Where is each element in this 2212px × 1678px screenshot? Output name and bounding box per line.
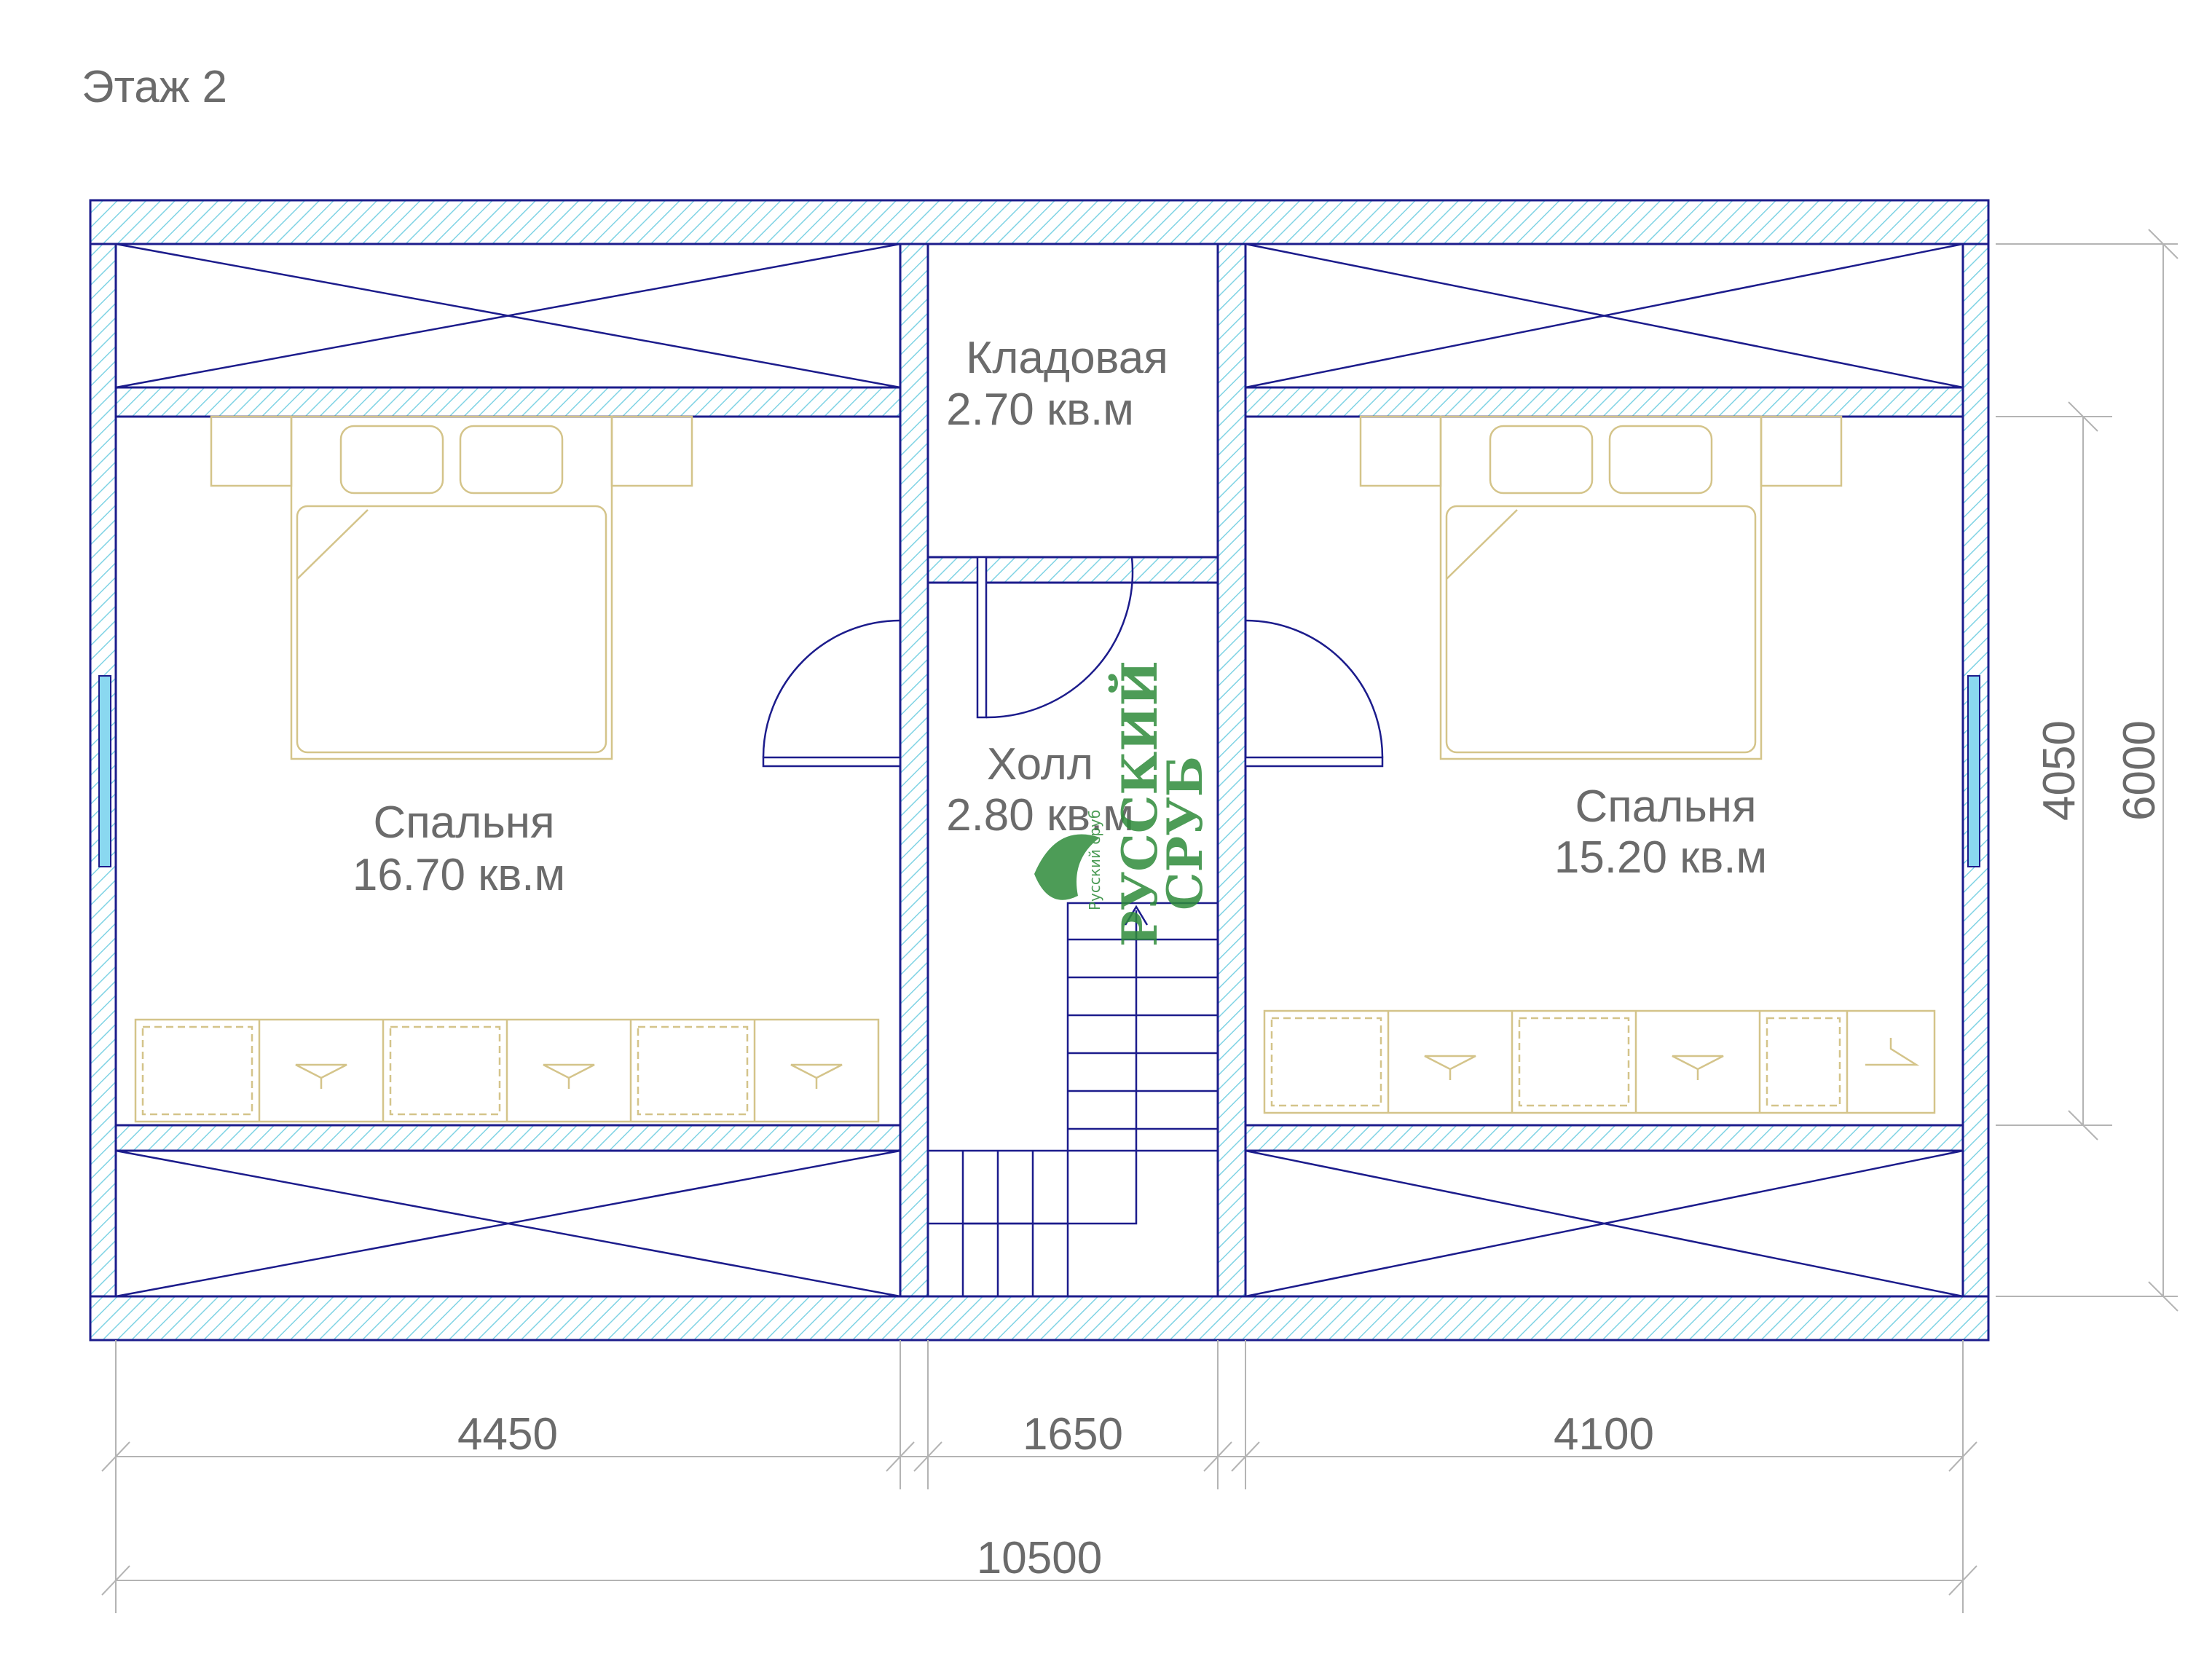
window-left bbox=[98, 675, 111, 867]
room-labels: Кладовая 2.70 кв.м Холл 2.80 кв.м Спальн… bbox=[353, 333, 1767, 900]
room-name-bedroom-left: Спальня bbox=[373, 797, 554, 848]
window-right bbox=[1967, 675, 1980, 867]
floor-label: Этаж 2 bbox=[82, 62, 227, 112]
watermark-logo: РУССКИЙ СРУБ Русский сруб bbox=[1034, 661, 1213, 947]
dimension-labels: 4450 1650 4100 10500 4050 6000 bbox=[457, 720, 2165, 1583]
doors bbox=[762, 556, 1384, 768]
room-name-hall: Холл bbox=[987, 739, 1093, 789]
windows bbox=[98, 675, 1980, 867]
dim-right-width: 4100 bbox=[1554, 1409, 1654, 1460]
room-name-storage: Кладовая bbox=[966, 333, 1168, 383]
room-area-bedroom-right: 15.20 кв.м bbox=[1554, 832, 1767, 883]
dim-left-width: 4450 bbox=[457, 1409, 558, 1460]
door-left bbox=[762, 619, 902, 768]
bed-left bbox=[210, 415, 693, 760]
watermark-line1: РУССКИЙ bbox=[1109, 661, 1168, 947]
wardrobe-right bbox=[1263, 1009, 1936, 1114]
room-area-bedroom-left: 16.70 кв.м bbox=[353, 850, 565, 900]
door-storage bbox=[976, 556, 1134, 719]
room-area-storage: 2.70 кв.м bbox=[946, 385, 1134, 435]
wardrobe-left bbox=[134, 1018, 880, 1123]
room-area-hall: 2.80 кв.м bbox=[946, 790, 1134, 840]
tree-icon bbox=[1034, 834, 1100, 900]
watermark-small: Русский сруб bbox=[1086, 810, 1103, 910]
attic-voids bbox=[114, 243, 1964, 1298]
staircase bbox=[928, 902, 1219, 1298]
room-name-bedroom-right: Спальня bbox=[1575, 781, 1756, 832]
dim-middle-width: 1650 bbox=[1023, 1409, 1123, 1460]
dimension-lines bbox=[101, 229, 2178, 1613]
dim-total-depth: 6000 bbox=[2114, 720, 2165, 821]
bed-right bbox=[1359, 415, 1843, 760]
dim-total-width: 10500 bbox=[977, 1533, 1102, 1583]
dim-bedroom-depth: 4050 bbox=[2034, 720, 2085, 821]
watermark-line2: СРУБ bbox=[1157, 756, 1213, 910]
door-right bbox=[1244, 619, 1384, 768]
